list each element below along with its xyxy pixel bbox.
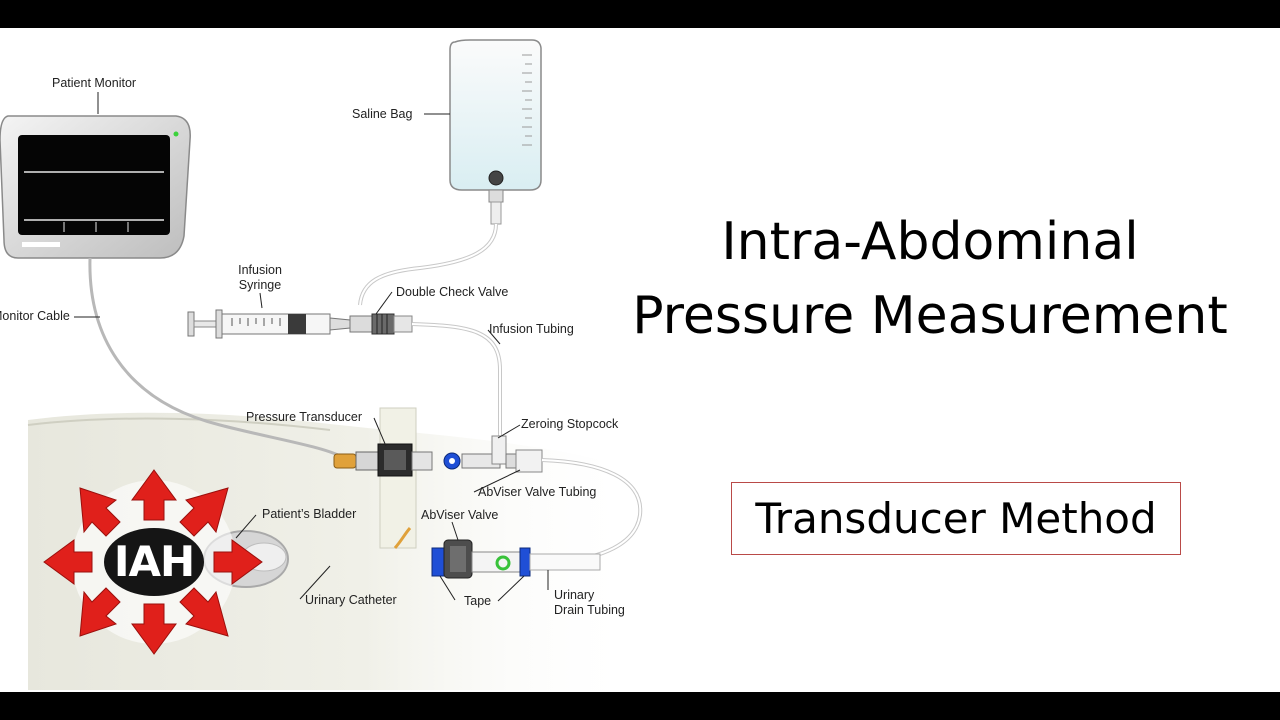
label-zeroing-stopcock: Zeroing Stopcock — [521, 417, 619, 431]
method-box: Transducer Method — [731, 482, 1181, 555]
label-pressure-transducer: Pressure Transducer — [246, 410, 363, 424]
iah-badge — [43, 469, 263, 655]
title-line-2: Pressure Measurement — [632, 286, 1228, 346]
infusion-syringe — [187, 309, 351, 339]
double-check-valve — [349, 313, 413, 335]
zeroing-stopcock — [443, 435, 543, 473]
patient-monitor — [0, 115, 191, 259]
label-monitor-cable: Monitor Cable — [0, 309, 70, 323]
slide-title: Intra-Abdominal Pressure Measurement — [590, 205, 1270, 353]
pressure-transducer — [333, 443, 433, 477]
label-tape: Tape — [464, 594, 492, 608]
label-patient-monitor: Patient Monitor — [52, 76, 137, 90]
body-outline — [27, 417, 331, 431]
title-line-1: Intra-Abdominal — [721, 212, 1139, 272]
transducer-holder — [379, 407, 417, 549]
top-letterbox — [0, 0, 1280, 28]
label-double-check-valve: Double Check Valve — [396, 285, 509, 299]
label-abviser-valve-tubing: AbViser Valve Tubing — [478, 485, 597, 499]
label-urinary-catheter: Urinary Catheter — [305, 593, 397, 607]
label-urinary-drain-2: Drain Tubing — [554, 603, 625, 617]
label-infusion-tubing: Infusion Tubing — [489, 322, 574, 336]
pressure-arrows — [43, 469, 263, 655]
label-abviser-valve: AbViser Valve — [421, 508, 499, 522]
leader-lines — [74, 92, 549, 602]
abviser-valve — [431, 539, 601, 579]
iah-badge-text: IAH — [113, 537, 195, 586]
label-patients-bladder: Patient’s Bladder — [262, 507, 357, 521]
method-label: Transducer Method — [755, 494, 1157, 543]
label-infusion-syringe-1: Infusion — [238, 263, 282, 277]
label-infusion-syringe-2: Syringe — [238, 278, 282, 292]
bottom-letterbox — [0, 692, 1280, 720]
label-urinary-drain-1: Urinary — [554, 588, 595, 602]
label-saline-bag: Saline Bag — [352, 107, 413, 121]
saline-bag — [449, 39, 542, 225]
